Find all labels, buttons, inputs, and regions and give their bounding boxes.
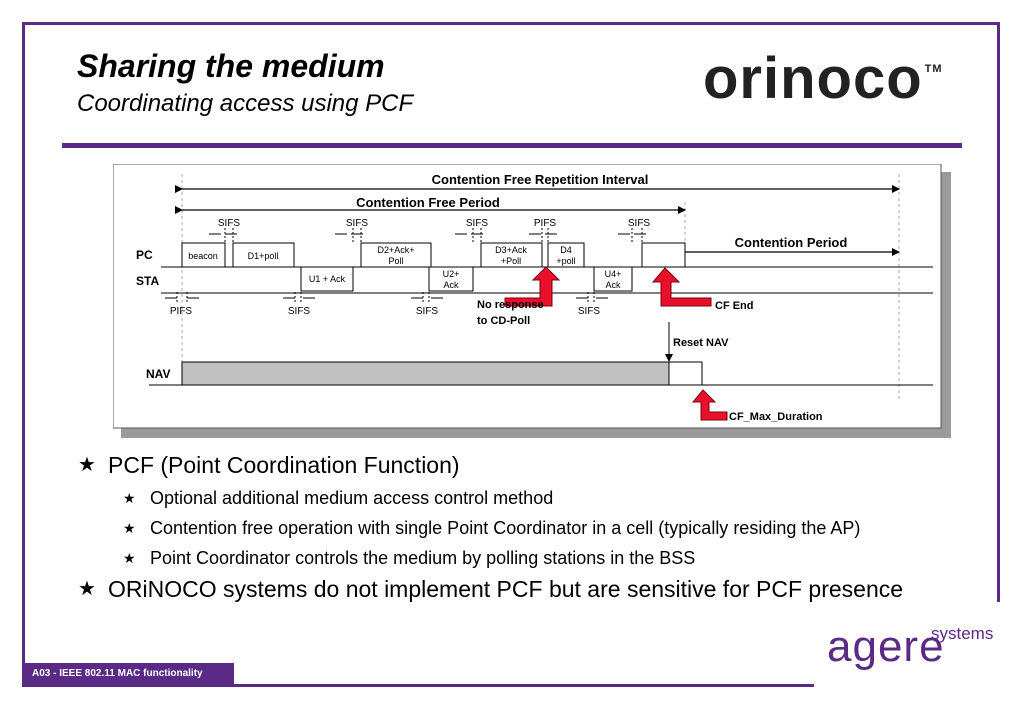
star-bullet-icon: ★ [78,578,96,600]
sifs-label-2: SIFS [346,218,369,229]
sifs-label-4: SIFS [628,218,651,229]
frame-d2 [360,242,432,268]
pifs-label-upper: PIFS [534,218,557,229]
slide-title: Sharing the medium [77,48,385,84]
no-response-arrow [504,266,561,307]
frame-d1 [232,242,295,268]
sifs-label-5: SIFS [288,306,311,317]
sub-bullet-polling: ★ Point Coordinator controls the medium b… [78,546,988,570]
frame-d4 [547,242,585,268]
frame-u2-label-1: U2+ [443,269,460,279]
nav-remaining [668,361,703,386]
frame-u4-label-1: U4+ [605,269,622,279]
footer-label: A03 - IEEE 802.11 MAC functionality [22,663,234,684]
frame-bottom-border [22,684,814,687]
frame-d1-label: D1+poll [248,251,279,261]
agere-logo-subtitle: systems [931,624,994,643]
no-response-label-1: No response [477,299,544,311]
cf-max-label: CF_Max_Duration [729,411,823,423]
sifs-label-3: SIFS [466,218,489,229]
bullet-text: PCF (Point Coordination Function) [108,452,460,478]
bullet-pcf: ★ PCF (Point Coordination Function) [78,450,988,480]
star-bullet-icon: ★ [78,454,96,476]
frame-u1-label: U1 + Ack [309,274,346,284]
cf-end-arrow [651,267,712,307]
frame-u4 [593,266,633,292]
diagram-panel [113,164,942,429]
sub-bullet-contention-free: ★ Contention free operation with single P… [78,516,988,540]
agere-logo: agere [827,622,945,671]
frame-d3-label-2: +Poll [501,256,521,266]
frame-u1 [300,266,354,292]
star-bullet-icon: ★ [123,550,136,566]
frame-left-border [22,22,25,687]
frame-u2-label-2: Ack [443,280,459,290]
sifs-label-1: SIFS [218,218,241,229]
cf-end-label: CF End [715,300,754,312]
frame-d3 [480,242,543,268]
pifs-label-lower: PIFS [170,306,193,317]
bullet-orinoco: ★ ORiNOCO systems do not implement PCF bu… [78,574,958,604]
row-label-sta: STA [136,274,159,288]
cfri-label: Contention Free Repetition Interval [432,172,649,187]
cf-max-arrow [691,389,728,421]
star-bullet-icon: ★ [123,520,136,536]
sub-bullet-optional: ★ Optional additional medium access contr… [78,486,988,510]
cp-label: Contention Period [735,235,848,250]
frame-d4-label-1: D4 [560,245,572,255]
frame-right-border [997,22,1000,602]
row-label-pc: PC [136,248,153,262]
frame-u4-label-2: Ack [605,280,621,290]
bullet-list: ★ PCF (Point Coordination Function) ★ Opti… [78,446,988,604]
frame-d3-label-1: D3+Ack [495,245,527,255]
frame-top-border [22,22,1000,25]
bullet-text: ORiNOCO systems do not implement PCF but… [108,576,904,602]
bullet-text: Optional additional medium access contro… [150,488,554,508]
trademark-mark: TM [924,63,943,75]
sifs-label-6: SIFS [416,306,439,317]
frame-d2-label-1: D2+Ack+ [377,245,414,255]
bullet-text: Point Coordinator controls the medium by… [150,548,696,568]
frame-beacon-label: beacon [188,251,218,261]
nav-bar [181,361,670,386]
frame-beacon [181,242,226,268]
frame-cf-end [641,242,686,268]
interframe-ticks-lower [176,292,595,304]
reset-nav-label: Reset NAV [673,337,729,349]
star-bullet-icon: ★ [123,490,136,506]
cfp-label: Contention Free Period [356,195,500,210]
frame-u2 [428,266,474,292]
title-divider [62,143,962,148]
no-response-label-2: to CD-Poll [477,315,530,327]
bullet-text: Contention free operation with single Po… [150,518,861,538]
frame-d4-label-2: +poll [556,256,575,266]
row-label-nav: NAV [146,367,170,381]
orinoco-logo-text: orinoco [703,46,923,111]
slide-subtitle: Coordinating access using PCF [77,90,414,117]
sifs-label-7: SIFS [578,306,601,317]
pcf-timing-diagram: Contention Free Repetition Interval Cont… [113,164,951,438]
frame-d2-label-2: Poll [388,256,403,266]
